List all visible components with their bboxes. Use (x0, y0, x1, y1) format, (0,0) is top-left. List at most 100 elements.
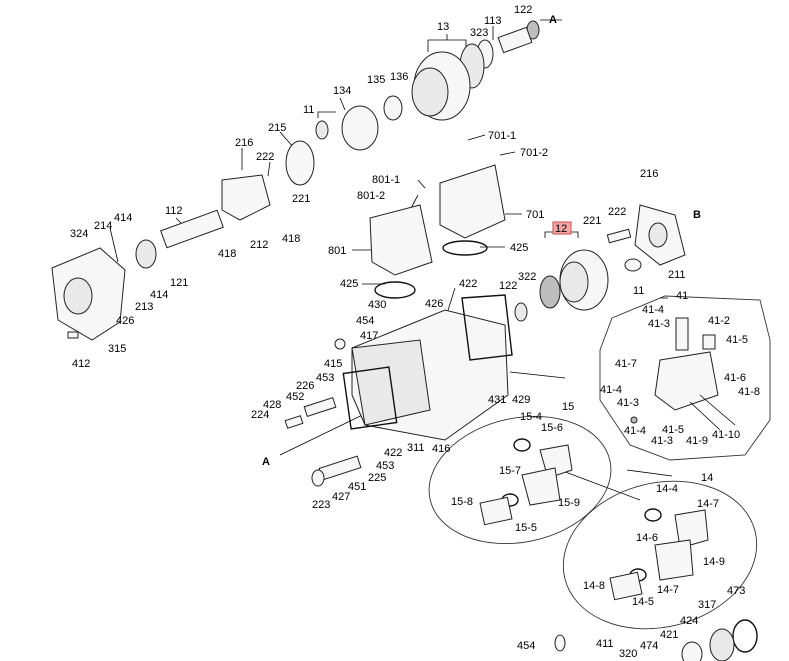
group-15-outline (428, 415, 612, 545)
label-311: 311 (407, 442, 425, 454)
label-414: 414 (114, 212, 132, 224)
label-424: 424 (680, 615, 698, 627)
label-15-4: 15-4 (520, 411, 542, 423)
label-212: 212 (250, 239, 268, 251)
valve-plate-134 (341, 105, 379, 151)
label-136: 136 (390, 71, 408, 83)
bolt-41-9 (689, 401, 721, 431)
label-454: 454 (356, 315, 374, 327)
label-14-8: 14-8 (583, 580, 605, 592)
label-426: 426 (116, 315, 134, 327)
label-121: 121 (170, 277, 188, 289)
oring-425-right (442, 240, 488, 256)
bottom-parts (554, 619, 758, 661)
label-222: 222 (256, 151, 274, 163)
label-15: 15 (562, 401, 574, 413)
label-430: 430 (368, 299, 386, 311)
label-41-4: 41-4 (600, 384, 622, 396)
label-417: 417 (360, 330, 378, 342)
shaft-assembly (51, 174, 271, 341)
plug-224 (284, 415, 304, 429)
group-41-outline (599, 295, 771, 461)
label-122: 122 (514, 4, 532, 16)
label-213: 213 (135, 301, 153, 313)
label-216: 216 (235, 137, 253, 149)
label-323: 323 (470, 27, 488, 39)
label-216: 216 (640, 168, 658, 180)
label-A: A (549, 14, 557, 26)
label-14: 14 (701, 472, 713, 484)
label-315: 315 (108, 343, 126, 355)
group-outlines (428, 295, 771, 630)
plug-41-5 (702, 334, 716, 350)
part-113 (497, 26, 533, 54)
seal-122-mid (514, 302, 528, 322)
right-cover (606, 204, 686, 272)
label-12-highlighted: 12 (555, 223, 567, 235)
label-11: 11 (303, 104, 314, 116)
label-801-1: 801-1 (372, 174, 400, 186)
label-415: 415 (324, 358, 342, 370)
label-473: 473 (727, 585, 745, 597)
plate-14-8 (609, 571, 643, 601)
bracket-212 (221, 174, 271, 221)
bearing-121 (135, 239, 157, 269)
swash-plate-215 (285, 140, 315, 186)
label-215: 215 (268, 122, 286, 134)
plug-226 (303, 396, 337, 418)
label-427: 427 (332, 491, 350, 503)
bolt-41-10 (699, 394, 736, 426)
label-214: 214 (94, 220, 112, 232)
label-422: 422 (459, 278, 477, 290)
bolt-221-right (606, 228, 632, 244)
seal-317 (709, 628, 735, 661)
label-414: 414 (150, 289, 168, 301)
group-41-parts (630, 317, 736, 431)
label-41-7: 41-7 (615, 358, 637, 370)
label-221: 221 (583, 215, 601, 227)
label-418: 418 (218, 248, 236, 260)
label-453: 453 (316, 372, 334, 384)
callout-labels: 13 113 122 A 323 135 136 134 11 215 216 … (70, 4, 760, 660)
label-322: 322 (518, 271, 536, 283)
label-41-5: 41-5 (662, 424, 684, 436)
block-41 (654, 351, 719, 411)
seal-424 (681, 641, 703, 661)
highlight-box-12 (552, 221, 572, 235)
label-412: 412 (72, 358, 90, 370)
regulator-801 (369, 204, 433, 276)
body-14-6 (654, 539, 694, 581)
label-422: 422 (384, 447, 402, 459)
label-211: 211 (668, 269, 686, 281)
label-41-3: 41-3 (617, 397, 639, 409)
plug-415 (334, 338, 346, 350)
label-134: 134 (333, 85, 351, 97)
label-14-4: 14-4 (656, 483, 678, 495)
label-324: 324 (70, 228, 88, 240)
label-416: 416 (432, 443, 450, 455)
label-421: 421 (660, 629, 678, 641)
label-418: 418 (282, 233, 300, 245)
label-226: 226 (296, 380, 314, 392)
label-453: 453 (376, 460, 394, 472)
label-801-2: 801-2 (357, 190, 385, 202)
label-11: 11 (633, 285, 644, 297)
label-320: 320 (619, 648, 637, 660)
label-222: 222 (608, 206, 626, 218)
plug-225 (318, 455, 362, 481)
label-41-3: 41-3 (651, 435, 673, 447)
label-14-7: 14-7 (657, 584, 679, 596)
piston-11-right (624, 258, 642, 272)
group-15-parts (479, 438, 573, 526)
ring-473 (732, 619, 758, 653)
label-41-3: 41-3 (648, 318, 670, 330)
label-14-9: 14-9 (703, 556, 725, 568)
label-429: 429 (512, 394, 530, 406)
label-221: 221 (292, 193, 310, 205)
center-block (342, 164, 609, 441)
regulator-701 (439, 164, 506, 239)
label-474: 474 (640, 640, 658, 652)
label-41-5: 41-5 (726, 334, 748, 346)
gasket-422-right (461, 294, 513, 361)
